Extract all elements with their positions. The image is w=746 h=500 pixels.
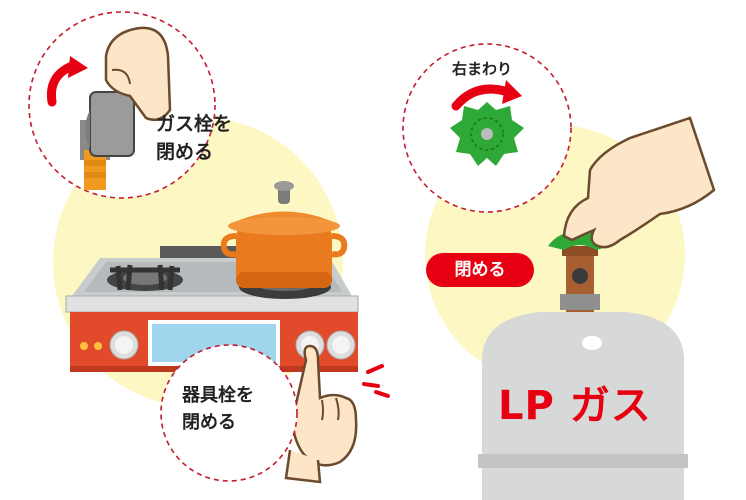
rotate-arrow-icon [46, 56, 88, 107]
alert-marks-icon [362, 364, 390, 398]
cylinder-hand [562, 116, 716, 249]
gas-stove [65, 181, 359, 372]
green-valve-handle [450, 102, 524, 166]
right-knob-2 [326, 330, 356, 360]
pointing-hand [284, 344, 358, 484]
appliance-valve-circle [160, 344, 298, 482]
pot [220, 181, 348, 288]
clockwise-label: 右まわり [452, 60, 513, 78]
gas-valve-close-line-2: 閉める [156, 141, 214, 163]
appliance-valve-close-line-1: 器具栓を [182, 385, 254, 406]
gas-valve-close-label: ガス栓を 閉める [156, 110, 266, 166]
appliance-valve-close-label: 器具栓を 閉める [182, 382, 282, 436]
left-burner [107, 264, 183, 291]
close-badge: 閉める [426, 253, 534, 287]
clockwise-arrow-icon [451, 80, 522, 111]
gas-valve-close-line-1: ガス栓を [156, 113, 233, 135]
lp-gas-cylinder [478, 231, 688, 500]
lp-gas-label: LP ガス [498, 383, 652, 429]
left-knob [109, 330, 139, 360]
appliance-valve-close-line-2: 閉める [182, 412, 236, 433]
gas-valve [80, 91, 135, 190]
valve-hand [104, 26, 172, 121]
